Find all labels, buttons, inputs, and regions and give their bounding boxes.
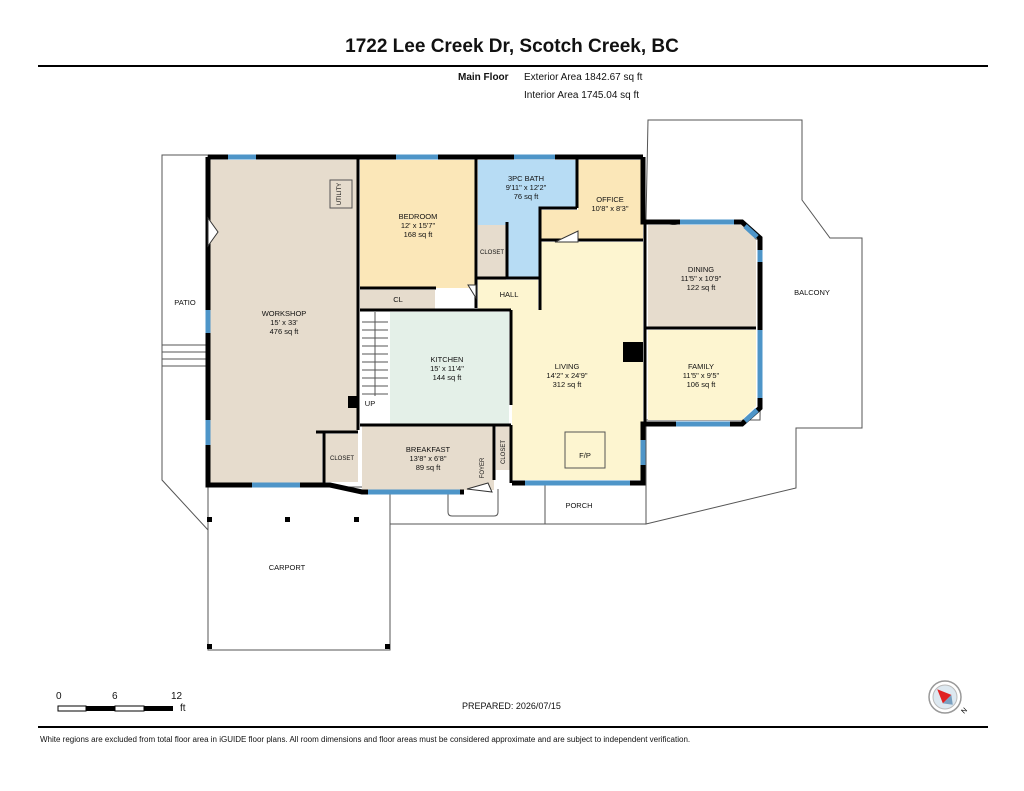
scale-tick-6: 6 <box>112 691 118 702</box>
scale-tick-0: 0 <box>56 691 62 702</box>
patio-label: PATIO <box>174 298 196 307</box>
bath-area: 76 sq ft <box>514 192 540 201</box>
workshop-area: 476 sq ft <box>270 327 300 336</box>
bedroom-cl <box>360 290 435 310</box>
bedroom-label: BEDROOM <box>399 212 438 221</box>
dining-room <box>648 225 756 328</box>
floor-label: Main Floor <box>458 72 509 83</box>
living-label: LIVING <box>555 362 580 371</box>
closet-label-workshop: CLOSET <box>330 456 354 462</box>
foyer-closet <box>496 426 511 470</box>
workshop-room <box>210 160 358 483</box>
dining-area: 122 sq ft <box>687 283 717 292</box>
kitchen-room <box>390 312 509 424</box>
up-label: UP <box>365 399 375 408</box>
family-area: 106 sq ft <box>687 380 717 389</box>
footer-divider <box>38 726 988 728</box>
bath-dims: 9'11" x 12'2" <box>506 183 547 192</box>
breakfast-area: 89 sq ft <box>416 463 442 472</box>
bath-closet <box>478 225 506 280</box>
interior-area: Interior Area 1745.04 sq ft <box>524 90 640 101</box>
bedroom-room <box>360 160 475 288</box>
kitchen-area: 144 sq ft <box>433 373 463 382</box>
header-divider <box>38 65 988 67</box>
prepared-date: PREPARED: 2026/07/15 <box>462 701 561 711</box>
page-title: 1722 Lee Creek Dr, Scotch Creek, BC <box>345 36 679 57</box>
porch-outline <box>389 485 647 525</box>
staircase <box>362 312 388 396</box>
chimney <box>623 342 643 362</box>
carport-posts <box>207 517 390 649</box>
patio-outline <box>161 154 209 532</box>
scale-tick-12: 12 <box>171 691 183 702</box>
porch-label: PORCH <box>565 501 592 510</box>
office-room <box>540 160 643 240</box>
post <box>348 396 358 408</box>
workshop-dims: 15' x 33' <box>270 318 298 327</box>
scale-bar <box>57 705 173 712</box>
living-room <box>512 242 643 480</box>
utility-label: UTILITY <box>337 183 343 205</box>
hall-room <box>478 280 538 310</box>
exterior-area: Exterior Area 1842.67 sq ft <box>524 72 643 83</box>
dining-label: DINING <box>688 265 714 274</box>
office-label: OFFICE <box>596 195 624 204</box>
doors <box>207 216 579 493</box>
living-dims: 14'2" x 24'9" <box>546 371 587 380</box>
family-label: FAMILY <box>688 362 714 371</box>
bath-label: 3PC BATH <box>508 174 544 183</box>
closet-label-foyer: CLOSET <box>501 440 507 464</box>
living-area: 312 sq ft <box>553 380 583 389</box>
kitchen-dims: 15' x 11'4" <box>430 364 464 373</box>
breakfast-label: BREAKFAST <box>406 445 451 454</box>
compass-icon: N <box>928 680 969 716</box>
foyer-label: FOYER <box>480 457 486 478</box>
family-room <box>648 330 756 420</box>
utility-cabinet <box>329 179 353 209</box>
workshop-closet <box>324 434 358 482</box>
interior-walls <box>316 157 756 483</box>
windows <box>205 154 763 495</box>
kitchen-label: KITCHEN <box>431 355 464 364</box>
compass-north-letter: N <box>960 707 969 716</box>
breakfast-dims: 13'8" x 6'8" <box>410 454 447 463</box>
fireplace-hearth <box>564 431 606 469</box>
dining-dims: 11'5" x 10'9" <box>681 274 722 283</box>
fp-label: F/P <box>579 451 591 460</box>
cl-label: CL <box>393 295 403 304</box>
workshop-label: WORKSHOP <box>262 309 307 318</box>
breakfast-room <box>362 426 494 490</box>
carport-label: CARPORT <box>269 563 306 572</box>
bedroom-dims: 12' x 15'7" <box>401 221 436 230</box>
scale-unit: ft <box>180 703 186 714</box>
balcony-label: BALCONY <box>794 288 830 297</box>
hall-label: HALL <box>500 290 519 299</box>
disclaimer: White regions are excluded from total fl… <box>40 735 691 744</box>
closet-label-bath: CLOSET <box>480 250 504 256</box>
office-dims: 10'8" x 8'3" <box>592 204 629 213</box>
family-dims: 11'5" x 9'5" <box>683 371 720 380</box>
bedroom-area: 168 sq ft <box>404 230 434 239</box>
